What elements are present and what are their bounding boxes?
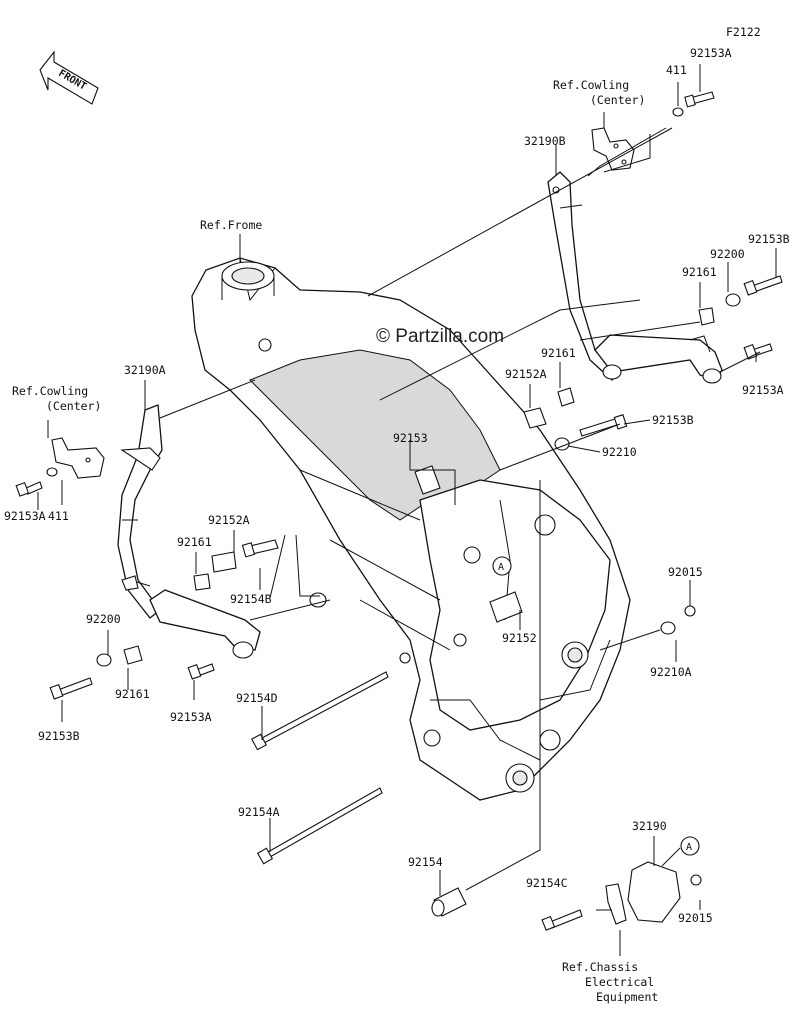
part-92161-left-a: 92161 <box>177 535 212 549</box>
front-arrow-icon: FRONT <box>39 50 99 105</box>
part-92153b-right-top: 92153B <box>748 232 790 246</box>
fasteners-right <box>414 275 783 635</box>
part-92210a: 92210A <box>650 665 692 679</box>
cowling-bracket-left-drawing <box>51 437 105 479</box>
callout-a-frame-label: A <box>498 562 504 573</box>
part-92153a-left: 92153A <box>4 509 46 523</box>
part-411-top: 411 <box>666 63 687 77</box>
part-92154d: 92154D <box>236 691 278 705</box>
part-92153b-right-mid: 92153B <box>652 413 694 427</box>
label-ref-cowling-left-1: Ref.Cowling <box>12 384 88 398</box>
part-92152a-left: 92152A <box>208 513 250 527</box>
label-ref-chassis-1: Ref.Chassis <box>562 960 638 974</box>
label-ref-frome: Ref.Frome <box>200 218 262 232</box>
part-92154c: 92154C <box>526 876 568 890</box>
bracket-32190-drawing <box>541 861 702 931</box>
part-92152: 92152 <box>502 631 537 645</box>
label-ref-cowling-right-1: Ref.Cowling <box>553 78 629 92</box>
label-ref-cowling-right-2: (Center) <box>590 93 645 107</box>
part-92015-right: 92015 <box>668 565 703 579</box>
part-92154b: 92154B <box>230 592 272 606</box>
part-92152a-right: 92152A <box>505 367 547 381</box>
fasteners-left <box>15 467 327 700</box>
figure-code: F2122 <box>726 25 761 39</box>
callout-a-bottom-label: A <box>686 842 692 853</box>
part-92154: 92154 <box>408 855 443 869</box>
part-92015-bottom: 92015 <box>678 911 713 925</box>
label-ref-cowling-left-2: (Center) <box>46 399 101 413</box>
part-92161-left-b: 92161 <box>115 687 150 701</box>
part-92153a-right: 92153A <box>742 383 784 397</box>
callout-a-frame: A <box>492 556 512 576</box>
part-32190a: 32190A <box>124 363 166 377</box>
part-92210: 92210 <box>602 445 637 459</box>
part-92153a-top: 92153A <box>690 46 732 60</box>
part-92153: 92153 <box>393 431 428 445</box>
callout-a-bottom: A <box>680 836 700 856</box>
fasteners-top-right <box>672 91 715 117</box>
part-92154a: 92154A <box>238 805 280 819</box>
watermark: © Partzilla.com <box>376 326 504 347</box>
part-32190b: 32190B <box>524 134 566 148</box>
part-411-left: 411 <box>48 509 69 523</box>
part-92153a-left-low: 92153A <box>170 710 212 724</box>
long-bolts <box>251 671 467 917</box>
reference-lines <box>159 127 761 651</box>
leader-lines <box>37 64 777 956</box>
cowling-bracket-right-drawing <box>591 127 635 171</box>
part-32190: 32190 <box>632 819 667 833</box>
bracket-32190a-drawing <box>117 404 261 659</box>
label-ref-chassis-2: Electrical <box>585 975 654 989</box>
bracket-32190b-drawing <box>547 171 723 384</box>
part-92161-right-a: 92161 <box>682 265 717 279</box>
part-92161-right-b: 92161 <box>541 346 576 360</box>
label-ref-chassis-3: Equipment <box>596 990 658 1004</box>
part-92200-right: 92200 <box>710 247 745 261</box>
part-92200-left: 92200 <box>86 612 121 626</box>
part-92153b-left: 92153B <box>38 729 80 743</box>
